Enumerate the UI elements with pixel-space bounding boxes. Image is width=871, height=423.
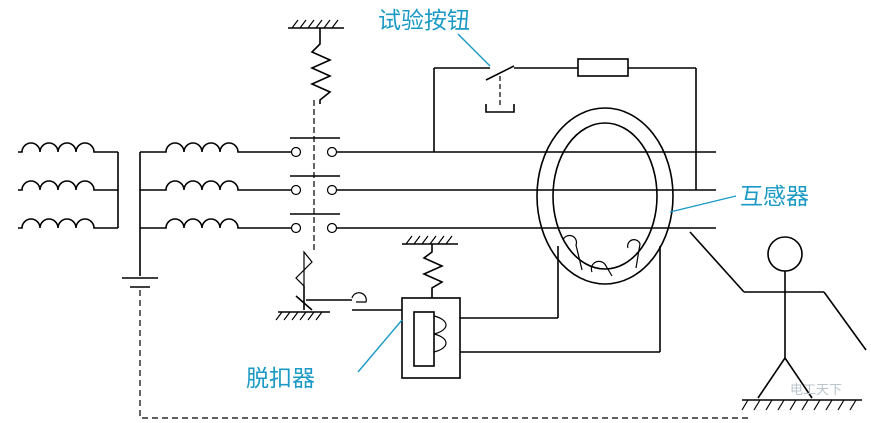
earth-ground-icon (741, 399, 862, 411)
current-transformer-icon (536, 107, 674, 285)
watermark-text: 电工天下 (790, 383, 842, 398)
trip-device-icon (401, 235, 461, 379)
ct-secondary-wires (460, 246, 661, 353)
transformer-secondary-coils (139, 142, 292, 276)
phase-lines (336, 151, 716, 229)
test-button-circuit (433, 58, 697, 190)
test-button-leader (457, 33, 491, 67)
test-button-label: 试验按钮 (378, 8, 470, 34)
transformer-label: 互感器 (740, 184, 809, 210)
trip-device-label: 脱扣器 (246, 366, 315, 392)
trip-device-leader (357, 319, 403, 373)
latch-mechanism-icon (275, 250, 402, 321)
main-contacts (290, 100, 340, 250)
transformer-primary-coils (18, 142, 119, 229)
transformer-leader (669, 195, 737, 213)
contact-spring-icon (288, 19, 344, 104)
person-icon (689, 231, 867, 399)
neutral-ground-icon (122, 277, 158, 288)
earth-return-path (139, 290, 748, 419)
